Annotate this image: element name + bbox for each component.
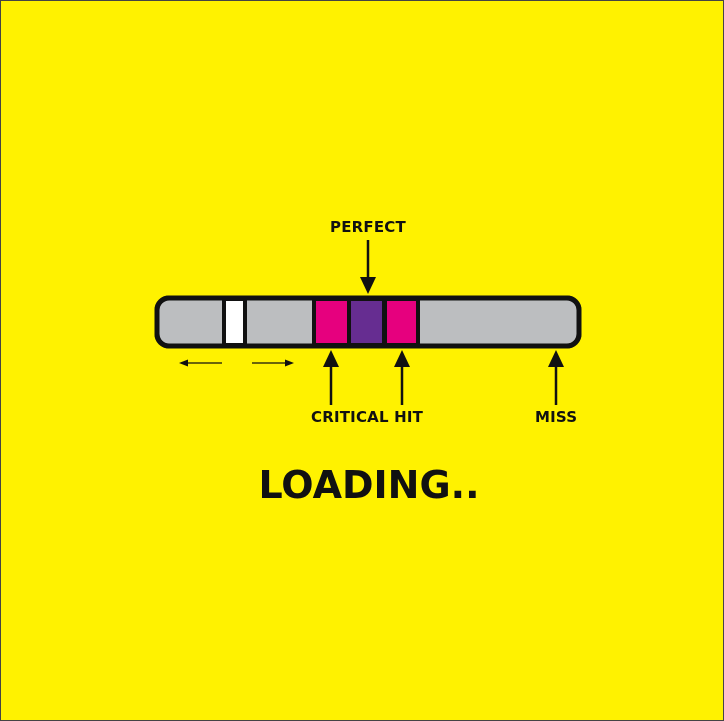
miss-pointer-icon — [548, 350, 564, 405]
critical-hit-label: CRITICAL HIT — [311, 408, 424, 426]
timing-cursor[interactable] — [222, 297, 247, 347]
critical-zone-right — [383, 297, 420, 347]
critical-zone-left — [312, 297, 351, 347]
miss-label: MISS — [535, 408, 578, 426]
loading-title: LOADING.. — [258, 463, 480, 507]
perfect-label: PERFECT — [330, 218, 406, 236]
perfect-zone — [347, 297, 386, 347]
right-arrow-icon — [252, 359, 294, 367]
timing-bar-outline — [154, 295, 582, 349]
perfect-pointer-icon — [360, 240, 376, 294]
left-arrow-icon — [179, 359, 222, 367]
critical-pointer-right-icon — [394, 350, 410, 405]
critical-pointer-left-icon — [323, 350, 339, 405]
